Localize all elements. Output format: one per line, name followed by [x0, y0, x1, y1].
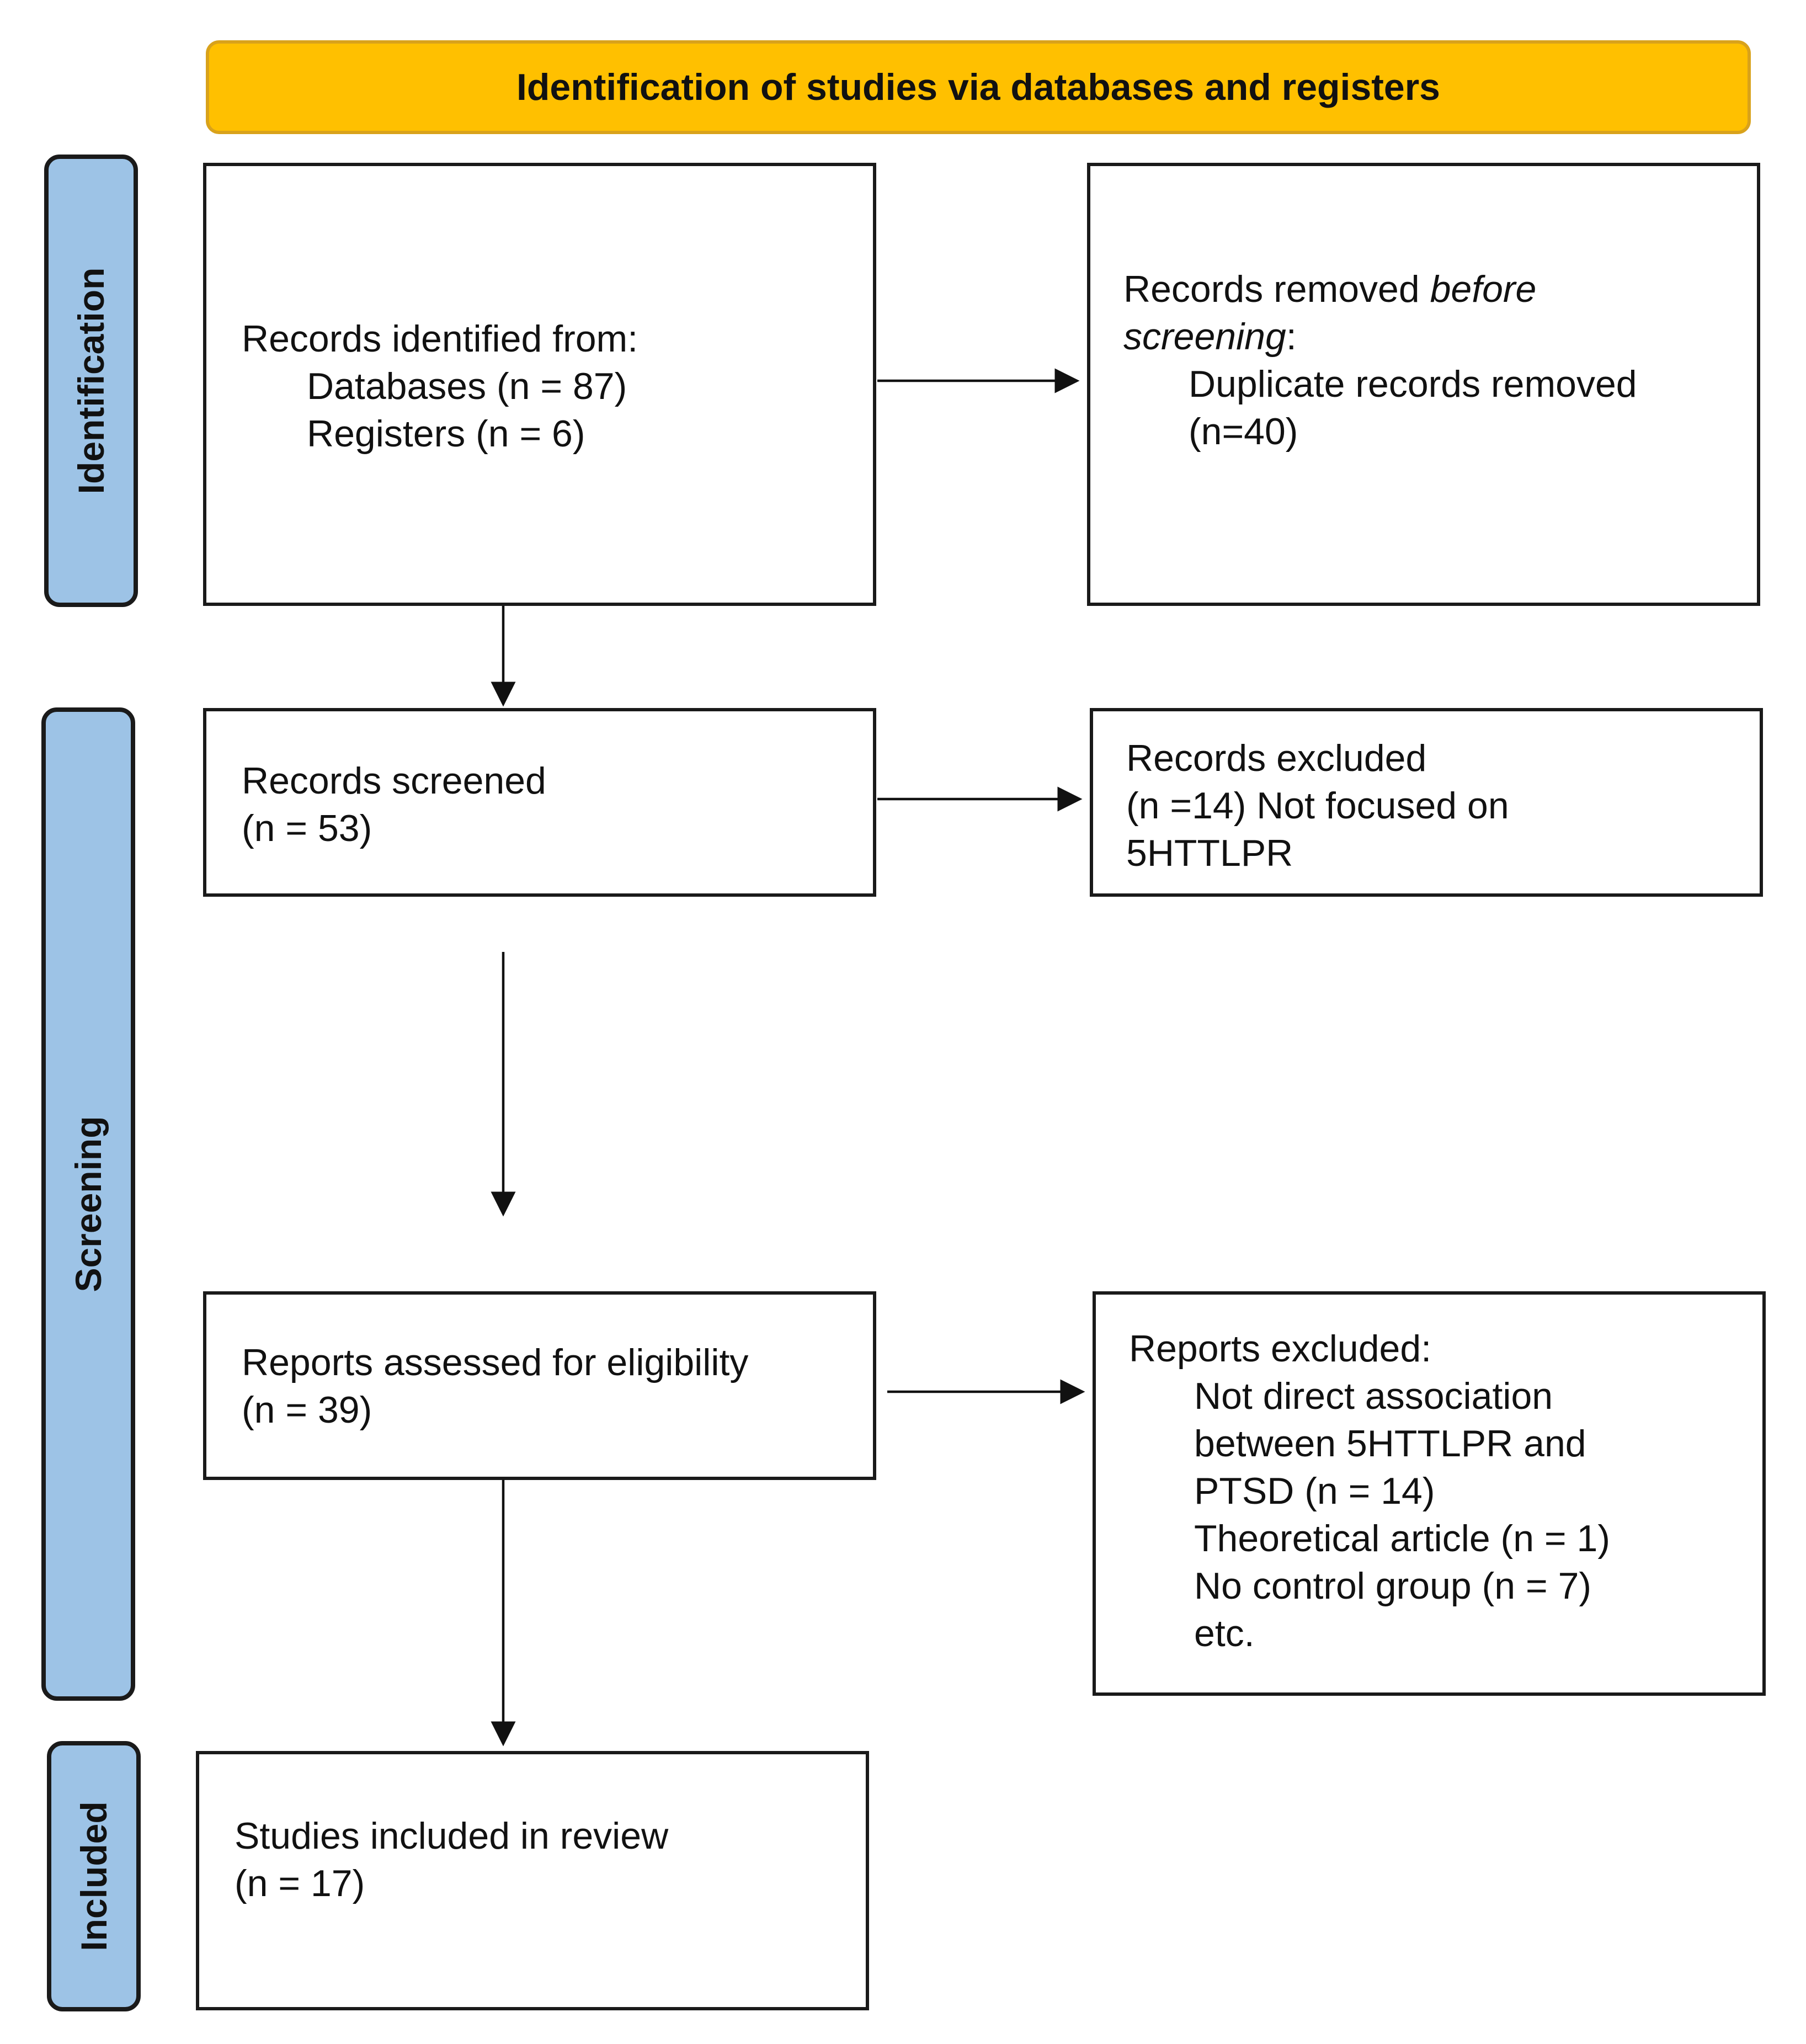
reports-excluded-reason: Theoretical article (n = 1) — [1194, 1518, 1610, 1559]
records-removed-reason: Duplicate records removed — [1189, 363, 1637, 405]
studies-included-count: (n = 17) — [235, 1862, 365, 1904]
header-bar: Identification of studies via databases … — [206, 40, 1751, 134]
records-screened-box: Records screened (n = 53) — [203, 708, 876, 897]
records-excluded-title: Records excluded — [1126, 737, 1427, 779]
records-identified-registers: Registers (n = 6) — [307, 413, 585, 455]
reports-excluded-reason: No control group (n = 7) — [1194, 1565, 1592, 1607]
phase-identification: Identification — [44, 155, 138, 607]
studies-included-title: Studies included in review — [235, 1815, 669, 1857]
records-removed-count: (n=40) — [1189, 411, 1298, 453]
reports-excluded-reason: PTSD (n = 14) — [1194, 1470, 1435, 1512]
records-identified-databases: Databases (n = 87) — [307, 365, 627, 407]
reports-excluded-box: Reports excluded: Not direct association… — [1093, 1291, 1766, 1696]
reports-excluded-reason: between 5HTTLPR and — [1194, 1423, 1586, 1465]
reports-excluded-reason: Not direct association — [1194, 1375, 1553, 1417]
reports-excluded-reason: etc. — [1194, 1612, 1255, 1654]
records-excluded-box: Records excluded (n =14) Not focused on … — [1090, 708, 1763, 897]
records-removed-title-line-2: screening: — [1123, 316, 1297, 358]
reports-excluded-title: Reports excluded: — [1129, 1328, 1432, 1370]
reports-assessed-title: Reports assessed for eligibility — [242, 1342, 749, 1383]
phase-screening: Screening — [41, 707, 135, 1701]
records-removed-box: Records removed before screening: Duplic… — [1087, 163, 1760, 606]
reports-assessed-box: Reports assessed for eligibility (n = 39… — [203, 1291, 876, 1480]
reports-assessed-count: (n = 39) — [242, 1389, 372, 1431]
header-title: Identification of studies via databases … — [516, 66, 1441, 108]
records-excluded-line-2: 5HTTLPR — [1126, 832, 1293, 874]
records-identified-title: Records identified from: — [242, 318, 638, 360]
studies-included-box: Studies included in review (n = 17) — [196, 1751, 869, 2010]
records-screened-title: Records screened — [242, 760, 546, 802]
records-identified-box: Records identified from: Databases (n = … — [203, 163, 876, 606]
records-screened-count: (n = 53) — [242, 807, 372, 849]
phase-included: Included — [47, 1741, 141, 2011]
records-removed-title-line-1: Records removed before — [1123, 268, 1537, 310]
records-excluded-line-1: (n =14) Not focused on — [1126, 785, 1509, 827]
